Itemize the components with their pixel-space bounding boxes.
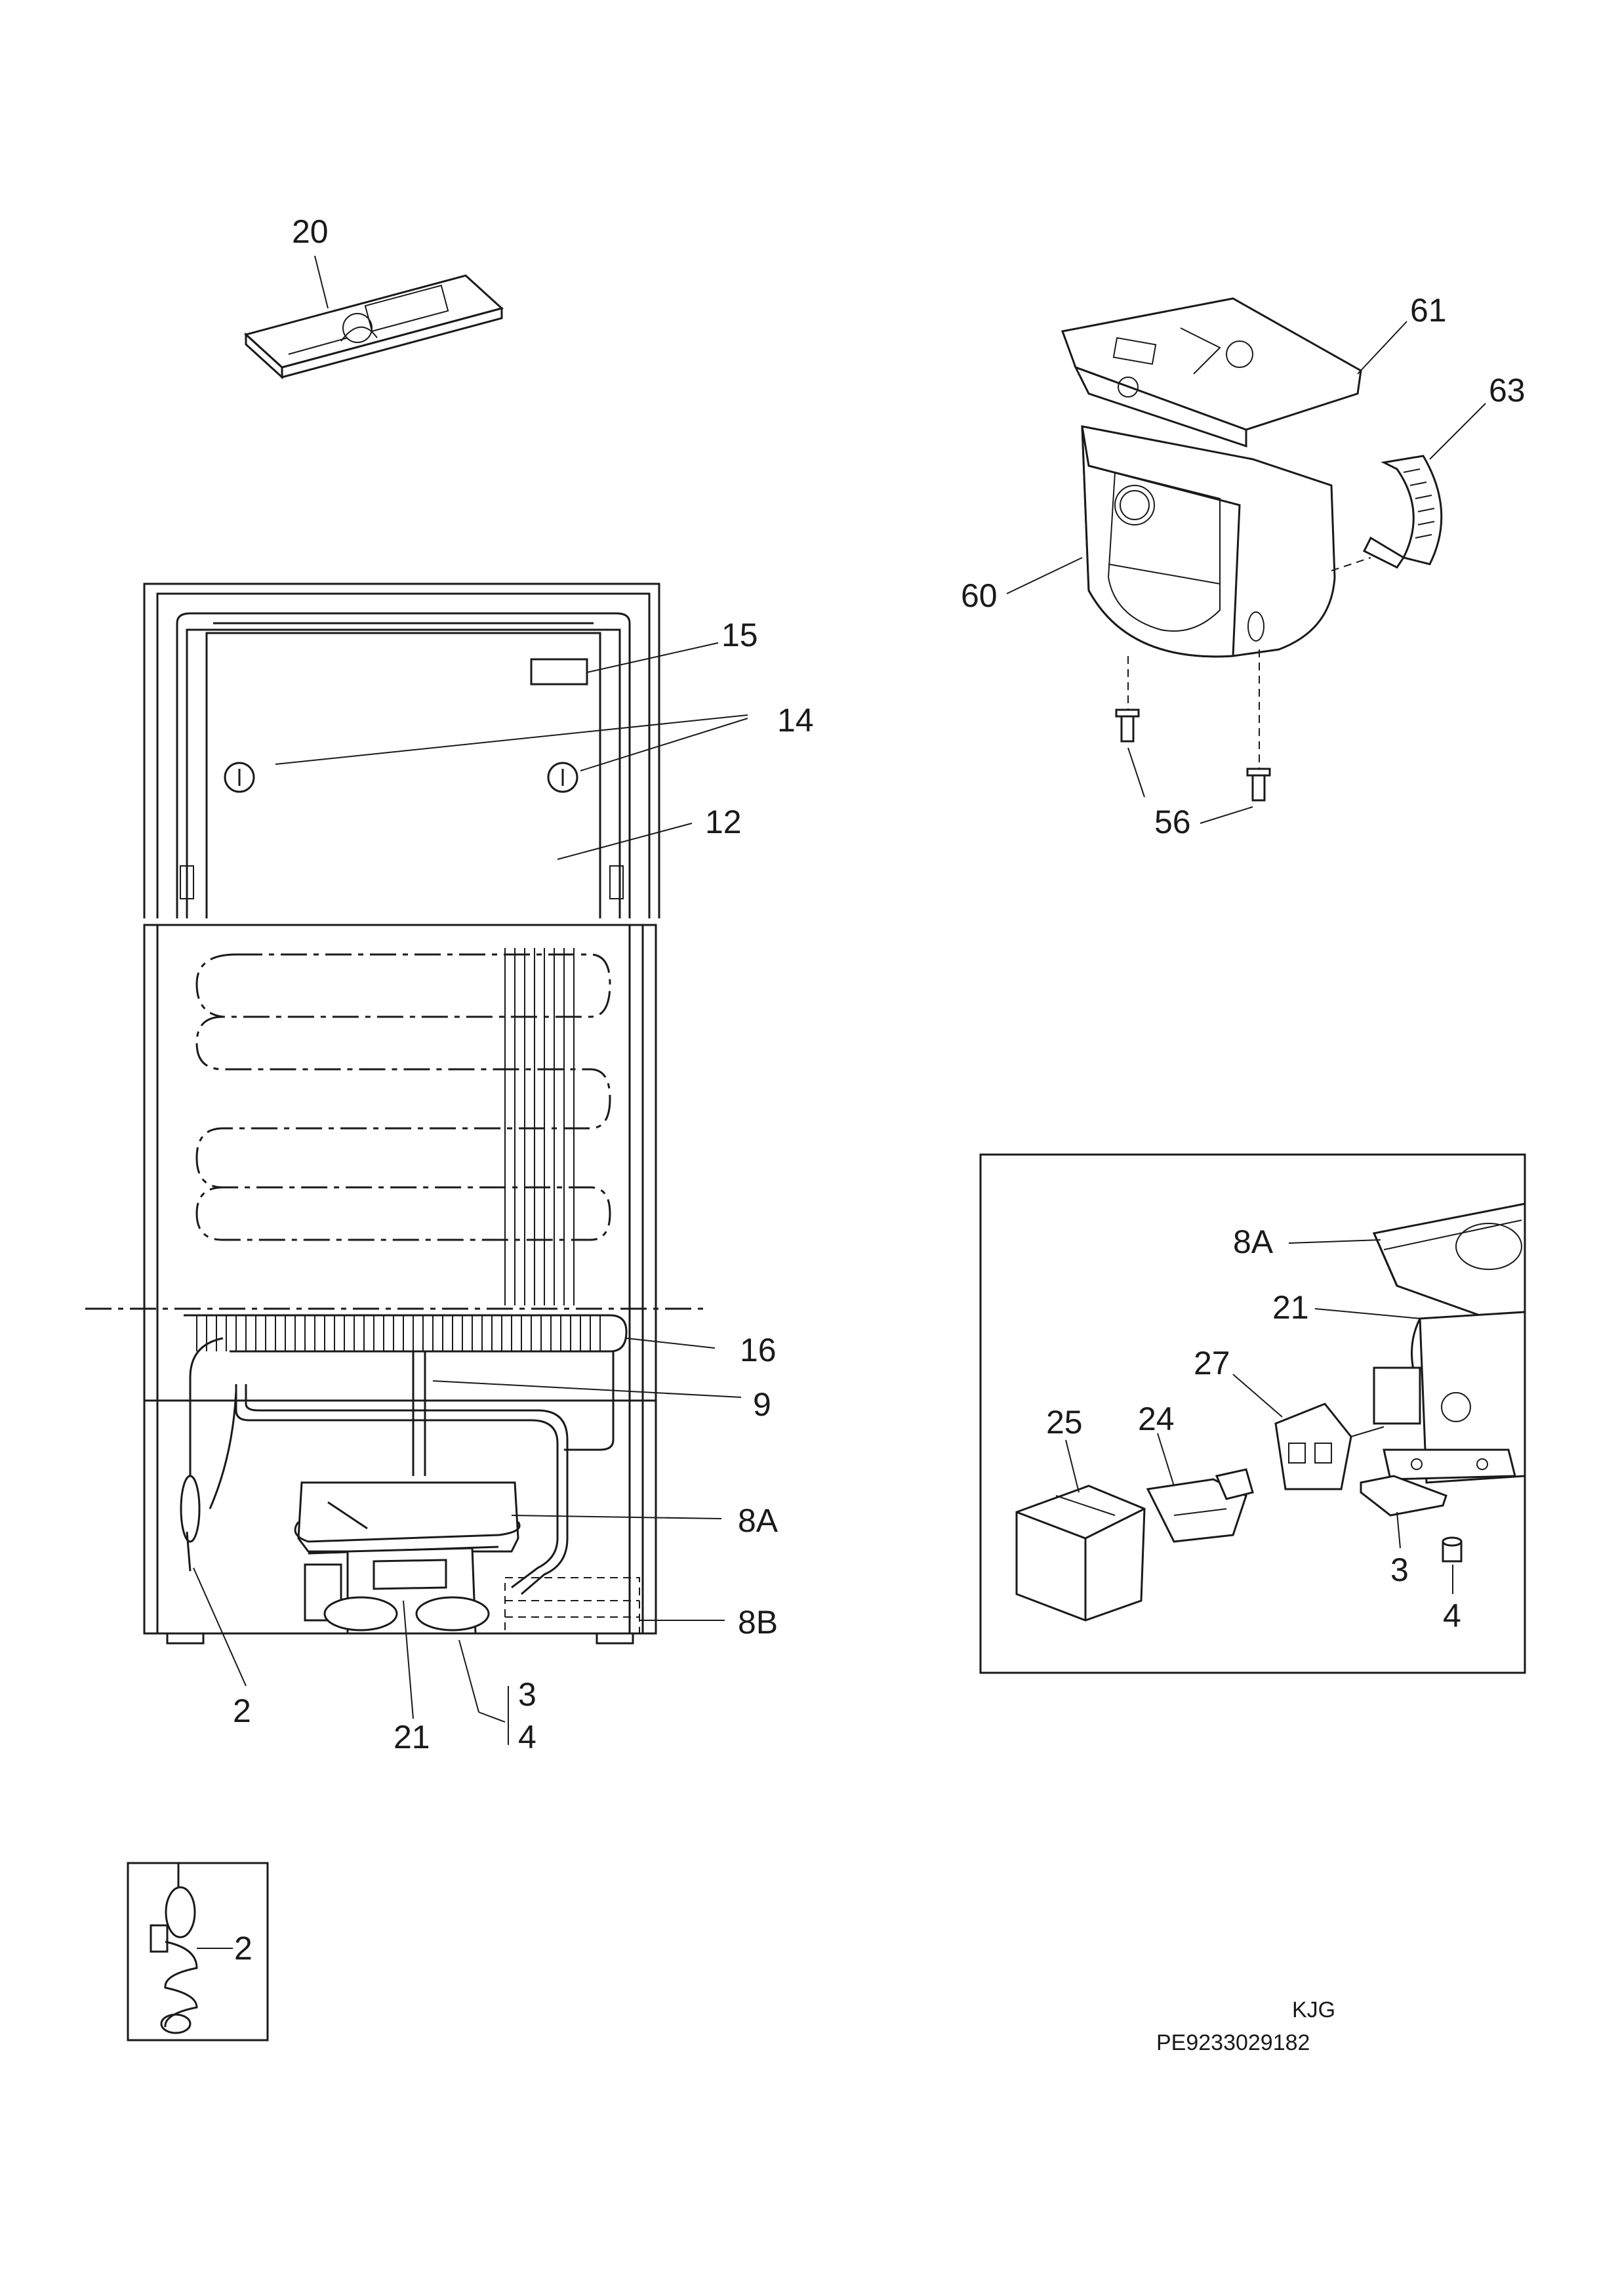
label-detail-overload: 24	[1138, 1401, 1175, 1437]
inset-capillary-clip	[150, 1863, 233, 2034]
label-detail-cover: 25	[1046, 1404, 1083, 1441]
leader-20	[314, 255, 329, 309]
leader-56a	[1127, 747, 1145, 798]
leader-60	[1006, 557, 1083, 594]
leader-d27	[1232, 1374, 1283, 1418]
leader-d3	[1396, 1511, 1401, 1549]
leader-14b	[580, 718, 748, 771]
control-housing-assembly	[1006, 297, 1486, 824]
label-detail-part-3: 3	[1390, 1551, 1409, 1588]
leader-2	[193, 1567, 247, 1687]
leader-21	[403, 1600, 414, 1719]
cabinet-back-evaporator	[85, 924, 742, 1745]
detail-compressor-electrics	[1015, 1202, 1526, 1622]
leader-9	[432, 1380, 742, 1398]
inset-box	[127, 1862, 269, 2041]
label-screws: 56	[1154, 804, 1191, 840]
leader-12	[557, 823, 693, 860]
leader-3	[478, 1712, 506, 1723]
label-condenser: 16	[740, 1332, 777, 1368]
leader-63	[1429, 403, 1486, 460]
label-manual: 20	[292, 213, 329, 250]
leader-16	[626, 1338, 716, 1349]
cabinet-upper-liner	[143, 583, 748, 918]
label-detail-relay: 27	[1194, 1345, 1230, 1382]
label-detail-compressor: 21	[1272, 1289, 1309, 1326]
condenser-coil	[184, 1314, 628, 1353]
footer-code: KJG	[1292, 1998, 1335, 2022]
label-liner: 12	[705, 804, 742, 840]
leader-d24	[1157, 1433, 1175, 1486]
label-light-cover: 15	[721, 617, 758, 653]
leader-8A	[511, 1515, 722, 1519]
leader-56b	[1200, 806, 1253, 824]
label-drier: 9	[753, 1386, 771, 1423]
label-part-3: 3	[518, 1676, 536, 1713]
leader-d21	[1314, 1308, 1421, 1319]
leader-d8A	[1288, 1239, 1381, 1244]
label-control-housing-top: 61	[1410, 292, 1447, 329]
footer-doc-number: PE9233029182	[1156, 2030, 1310, 2055]
label-drip-tray-support: 8B	[738, 1604, 778, 1641]
label-detail-drip-tray: 8A	[1233, 1223, 1274, 1260]
leader-d25	[1065, 1439, 1080, 1493]
label-detail-part-4: 4	[1443, 1597, 1461, 1634]
label-capillary: 2	[233, 1692, 251, 1729]
leader-61	[1357, 321, 1407, 375]
label-shelf-support: 14	[777, 702, 814, 739]
label-inset-capillary: 2	[234, 1930, 253, 1967]
leader-14a	[275, 714, 748, 765]
label-compressor: 21	[394, 1719, 430, 1755]
label-drip-tray: 8A	[738, 1502, 779, 1539]
manual-booklet	[243, 255, 504, 380]
leader-15	[586, 642, 719, 673]
label-control-knob-strip: 63	[1489, 372, 1526, 409]
label-control-housing: 60	[961, 577, 998, 614]
label-part-4: 4	[518, 1719, 536, 1755]
